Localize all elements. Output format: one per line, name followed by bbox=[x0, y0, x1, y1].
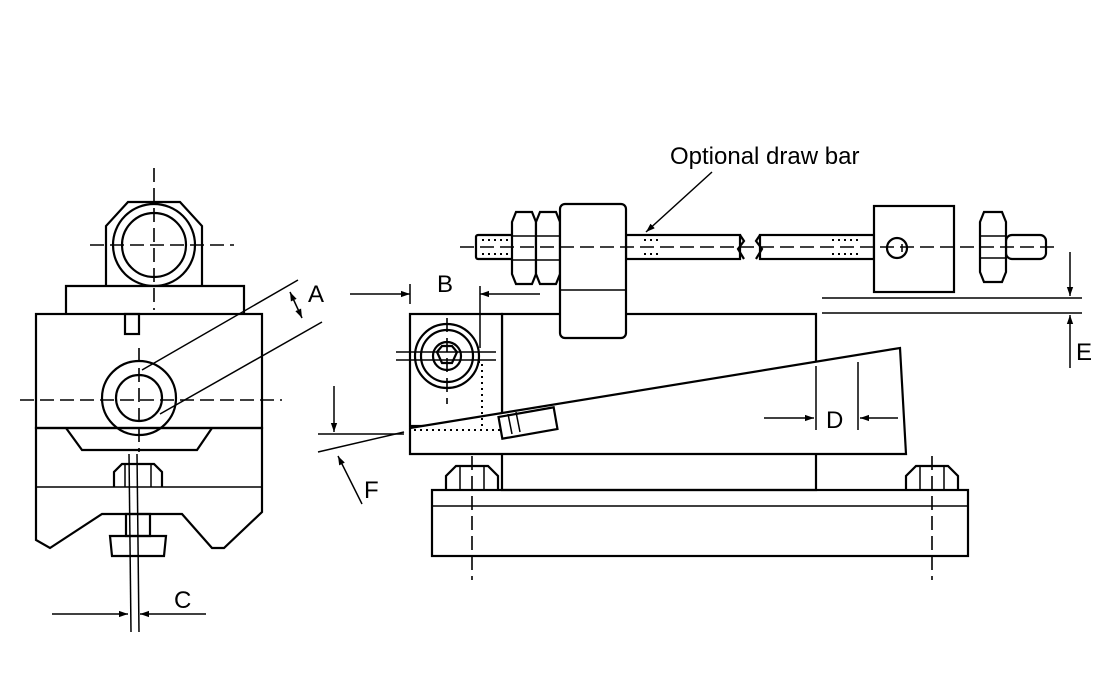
side-wedge-lock bbox=[497, 406, 559, 440]
label-e: E bbox=[1076, 339, 1092, 366]
hex-nut-icon bbox=[534, 210, 562, 286]
label-a: A bbox=[308, 281, 324, 308]
side-view bbox=[396, 202, 1060, 580]
hex-nut-icon bbox=[510, 210, 538, 286]
front-view bbox=[20, 168, 323, 633]
front-body bbox=[34, 312, 264, 430]
front-key-slot bbox=[123, 312, 141, 336]
dimension-f: F bbox=[317, 386, 405, 505]
front-hex-bolt bbox=[112, 462, 164, 487]
callout-optional-draw-bar: Optional draw bar bbox=[645, 143, 859, 233]
side-upright-boss bbox=[558, 202, 628, 340]
front-dovetail-section bbox=[34, 426, 264, 550]
side-base-plate bbox=[430, 488, 970, 558]
front-adjusting-knob bbox=[108, 534, 168, 558]
label-b: B bbox=[437, 271, 453, 298]
label-c: C bbox=[174, 587, 191, 614]
front-pedestal bbox=[64, 284, 246, 314]
label-f: F bbox=[364, 477, 379, 504]
dimension-a: A bbox=[289, 281, 324, 319]
dimension-e: E bbox=[822, 252, 1092, 368]
callout-text: Optional draw bar bbox=[670, 143, 859, 170]
label-d: D bbox=[826, 407, 843, 434]
dimension-d: D bbox=[764, 362, 898, 434]
dimension-b: B bbox=[350, 271, 540, 348]
dimension-c: C bbox=[52, 587, 206, 618]
draw-bar-rod-right bbox=[758, 233, 876, 261]
